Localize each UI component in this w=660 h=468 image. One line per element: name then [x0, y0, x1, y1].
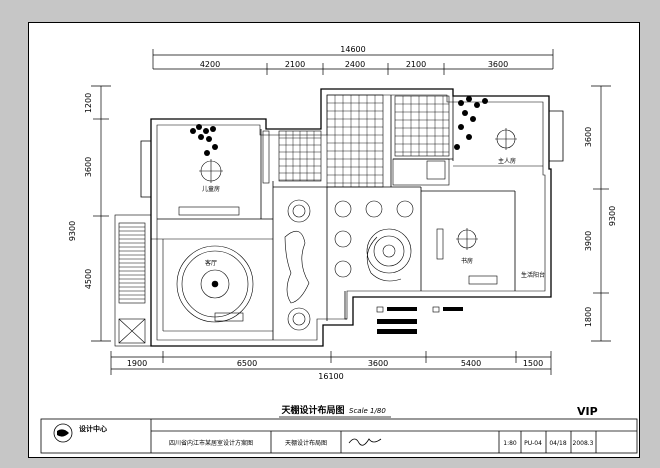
ceiling-plan: 14600 4200 2100 2400 2100 3600 1200 3600… — [40, 45, 638, 454]
dim-bottom-5: 1500 — [523, 359, 543, 368]
project-name: 四川省内江市某居室设计方案图 — [169, 439, 253, 447]
room-label-living: 客厅 — [205, 259, 217, 267]
company-logo-icon — [57, 429, 69, 437]
dim-bottom-3: 3600 — [368, 359, 388, 368]
dim-top-3: 2400 — [345, 60, 365, 69]
sheet-name: 天棚设计布局图 — [285, 439, 327, 447]
staircase — [114, 214, 152, 347]
dim-right-2: 3900 — [584, 231, 593, 251]
dim-right-total: 9300 — [608, 206, 617, 226]
plant-icons — [190, 96, 488, 156]
room-label-master: 主人房 — [498, 157, 516, 165]
tile-grid — [279, 95, 449, 187]
dim-top-5: 3600 — [488, 60, 508, 69]
room-label-children: 儿童房 — [202, 185, 220, 193]
dim-bottom-total: 16100 — [318, 372, 343, 381]
room-label-study: 书房 — [461, 257, 473, 265]
drawing-scale: Scale 1/80 — [349, 407, 386, 415]
fixtures — [176, 128, 517, 331]
title-block — [40, 418, 638, 454]
dim-left-total: 9300 — [68, 221, 77, 241]
tb-page: 04/18 — [549, 440, 566, 447]
drawing-title: 天棚设计布局图 — [281, 404, 344, 416]
dim-top-total: 14600 — [340, 45, 365, 54]
dim-left-3: 4500 — [84, 269, 93, 289]
dim-right-1: 3600 — [584, 127, 593, 147]
tb-date: 2008.3 — [573, 440, 594, 447]
dim-top-1: 4200 — [200, 60, 220, 69]
dim-bottom-1: 1900 — [127, 359, 147, 368]
dim-bottom-2: 6500 — [237, 359, 257, 368]
dim-top-4: 2100 — [406, 60, 426, 69]
tb-sheet-no: PU-04 — [524, 440, 542, 447]
company-name: 设计中心 — [79, 424, 107, 433]
tb-scale: 1:80 — [503, 440, 517, 447]
walls — [140, 88, 564, 347]
stair-steps — [119, 226, 145, 300]
legend — [376, 306, 463, 334]
dim-right-3: 1800 — [584, 307, 593, 327]
dim-left-1: 1200 — [84, 93, 93, 113]
dimension-lines — [91, 49, 611, 375]
brand-mark: VIP — [577, 405, 598, 418]
dim-top-2: 2100 — [285, 60, 305, 69]
drawing-sheet: 14600 4200 2100 2400 2100 3600 1200 3600… — [28, 22, 640, 458]
room-label-balcony: 生活阳台 — [521, 271, 545, 279]
dim-bottom-4: 5400 — [461, 359, 481, 368]
signature-icon — [348, 438, 382, 446]
dim-left-2: 3600 — [84, 157, 93, 177]
